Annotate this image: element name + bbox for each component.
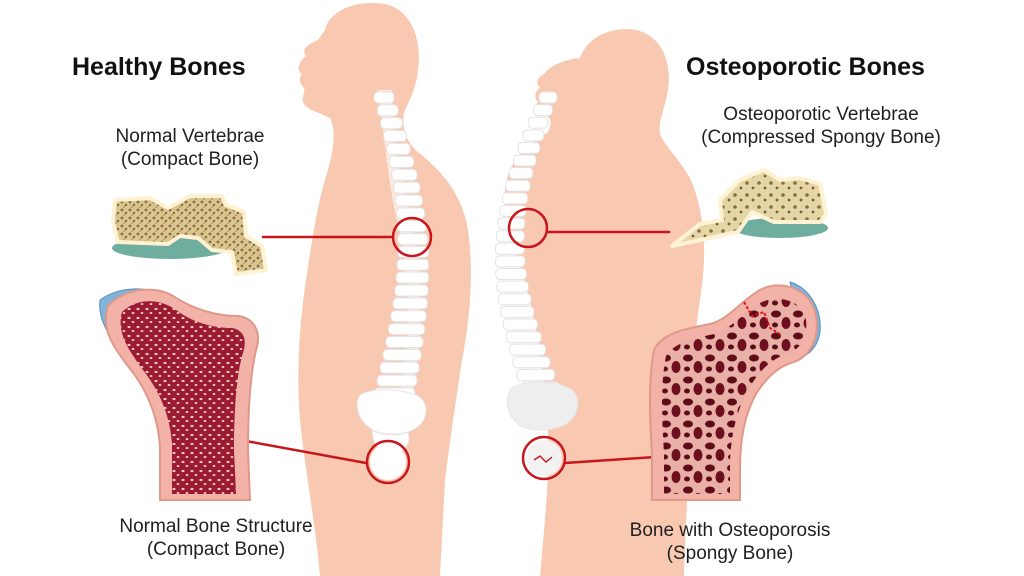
spine-vertebra <box>376 374 418 387</box>
healthy-body-silhouette-icon <box>298 3 471 576</box>
spine-vertebra <box>502 318 538 331</box>
spine-vertebra <box>500 305 535 318</box>
spine-vertebra <box>396 258 430 271</box>
spine-vertebra <box>388 323 426 336</box>
femur-icon <box>649 281 821 501</box>
spine-vertebra <box>388 155 415 168</box>
spine-vertebra <box>533 104 553 117</box>
spine-vertebra <box>382 348 422 361</box>
normal-vertebrae-label-line2: (Compact Bone) <box>120 148 260 170</box>
spine-vertebra <box>397 233 429 246</box>
spine-vertebra <box>495 242 525 255</box>
callout-lines <box>245 207 671 485</box>
hip-joint-osteo-icon <box>526 440 562 476</box>
spine-vertebra <box>391 168 418 181</box>
spine-vertebra <box>386 142 411 155</box>
spine-vertebra <box>501 192 529 205</box>
spine-vertebra <box>508 167 534 180</box>
callout-circle-osteo-hip <box>521 435 567 481</box>
callout-circle-healthy-spine <box>391 216 433 258</box>
spine-vertebra <box>505 179 531 192</box>
spine-vertebra <box>385 336 424 349</box>
femur-icon <box>99 288 259 501</box>
spine-vertebra <box>517 141 541 154</box>
spine-icon <box>494 91 579 431</box>
osteoporosis-bone-label-line2: (Spongy Bone) <box>666 542 794 564</box>
normal-bone-label-line1: Normal Bone Structure <box>119 516 313 537</box>
spine-vertebra <box>394 284 429 297</box>
callout-circle-osteo-spine <box>507 207 549 249</box>
spine-vertebra <box>516 368 556 381</box>
spine-vertebra <box>376 104 399 117</box>
osteoporosis-bone-label-line1: Bone with Osteoporosis <box>629 520 831 541</box>
spine-vertebra <box>513 154 537 167</box>
spine-vertebra <box>392 297 428 310</box>
healthy-title: Healthy Bones <box>72 53 246 81</box>
osteoporotic-title: Osteoporotic Bones <box>686 53 925 81</box>
osteoporotic-vertebrae-label-line2: (Compressed Spongy Bone) <box>701 126 941 148</box>
osteoporotic-vertebrae-label-line1: Osteoporotic Vertebrae <box>723 104 919 125</box>
spine-vertebra <box>505 331 542 344</box>
normal-bone-structure-label: Normal Bone Structure (Compact Bone) <box>92 516 340 562</box>
osteoporosis-bone-label: Bone with Osteoporosis (Spongy Bone) <box>600 520 860 566</box>
hip-joint-healthy-icon <box>370 444 406 480</box>
normal-bone-label-line2: (Compact Bone) <box>146 538 286 560</box>
callout-circle-healthy-hip <box>365 439 411 485</box>
spine-vertebra <box>383 130 407 143</box>
spine-vertebra <box>390 310 427 323</box>
spine-vertebra <box>512 356 551 369</box>
spine-vertebra <box>496 280 529 293</box>
spine-vertebra <box>497 293 532 306</box>
normal-vertebrae-label-line1: Normal Vertebrae <box>115 126 265 147</box>
spine-vertebra <box>395 271 430 284</box>
spine-vertebra <box>494 255 526 268</box>
spine-vertebra <box>538 91 558 104</box>
spine-vertebra <box>495 268 527 281</box>
spine-vertebra <box>380 117 403 130</box>
spine-vertebra <box>522 129 545 142</box>
osteoporotic-vertebrae-label: Osteoporotic Vertebrae (Compressed Spong… <box>676 104 966 150</box>
fracture-line-icon <box>743 301 781 335</box>
spine-vertebra <box>379 361 420 374</box>
vertebra-icon <box>111 194 268 276</box>
spine-vertebra <box>393 181 421 194</box>
vertebra-icon <box>670 168 828 248</box>
spine-vertebra <box>527 116 549 129</box>
normal-vertebrae-label: Normal Vertebrae (Compact Bone) <box>90 126 290 172</box>
spine-vertebra <box>508 343 546 356</box>
spine-vertebra <box>373 91 395 104</box>
spine-vertebra <box>394 194 424 207</box>
spine-icon <box>356 90 430 455</box>
